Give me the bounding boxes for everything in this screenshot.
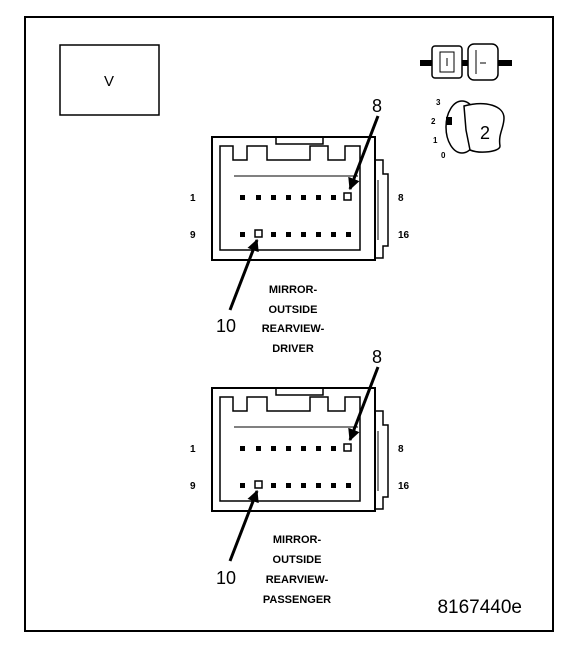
pin-label-bottom-right: 16 — [398, 230, 410, 241]
connector-title-line: REARVIEW- — [262, 323, 325, 335]
orientation-scale-label: 1 — [433, 136, 438, 145]
connector-title-line: OUTSIDE — [269, 304, 318, 316]
pin-cavity — [286, 483, 291, 488]
pin-cavity — [301, 195, 306, 200]
callout-label-top: 8 — [372, 347, 382, 367]
connector-title-line: PASSENGER — [263, 594, 331, 606]
pin-cavity — [271, 483, 276, 488]
callout-label-bottom: 10 — [216, 568, 236, 588]
orientation-scale-label: 2 — [431, 117, 436, 126]
pin-cavity — [316, 195, 321, 200]
pin-row-bottom — [240, 480, 351, 489]
pin-cavity — [316, 483, 321, 488]
connector-latch — [275, 388, 324, 396]
pin-label-top-right: 8 — [398, 444, 404, 455]
pin-cavity — [331, 195, 336, 200]
pin-cavity — [331, 483, 336, 488]
pin-row-bottom — [240, 229, 351, 238]
pin-cavity — [240, 195, 245, 200]
pin-cavity — [301, 446, 306, 451]
pin-label-top-left: 1 — [190, 444, 196, 455]
connector-latch — [275, 137, 324, 145]
pin-cavity — [286, 232, 291, 237]
pin-label-top-left: 1 — [190, 193, 196, 204]
connector-passenger: 1 8 9 16 8 10 MIRROR- OUTSIDE REARVIEW- … — [190, 347, 410, 606]
pin-cavity — [346, 232, 351, 237]
pin-label-bottom-right: 16 — [398, 481, 410, 492]
connector-body — [211, 136, 376, 261]
connector-body — [211, 387, 376, 512]
pin-cavity — [240, 232, 245, 237]
connector-side-tab — [375, 159, 389, 259]
orientation-icon: 2 3 2 1 0 — [420, 43, 512, 160]
pin-cavity-highlight — [343, 443, 352, 452]
callout-arrow-bottom — [228, 238, 259, 311]
callout-arrow-top — [348, 366, 380, 442]
pin-cavity — [316, 446, 321, 451]
pin-cavity — [240, 483, 245, 488]
pin-cavity — [331, 446, 336, 451]
pin-cavity — [286, 195, 291, 200]
orientation-scale-label: 0 — [441, 151, 446, 160]
pin-cavity — [346, 483, 351, 488]
pin-label-bottom-left: 9 — [190, 481, 196, 492]
pin-cavity-highlight — [254, 480, 263, 489]
pin-cavity-highlight — [343, 192, 352, 201]
pin-row-top — [240, 192, 352, 201]
connector-side-tab — [375, 410, 389, 510]
orientation-position-number: 2 — [480, 123, 490, 143]
connector-driver: 1 8 9 16 8 10 MIRROR- OUTSIDE REARVIEW- … — [190, 96, 410, 355]
connector-title-line: MIRROR- — [269, 284, 318, 296]
connector-title-line: MIRROR- — [273, 534, 322, 546]
pin-row-top — [240, 443, 352, 452]
callout-arrow-bottom — [228, 489, 259, 562]
orientation-scale-label: 3 — [436, 98, 441, 107]
pin-label-top-right: 8 — [398, 193, 404, 204]
callout-label-top: 8 — [372, 96, 382, 116]
callout-arrow-top — [348, 115, 380, 191]
connector-title-line: DRIVER — [272, 343, 314, 355]
pin-label-bottom-left: 9 — [190, 230, 196, 241]
pin-cavity — [286, 446, 291, 451]
connector-inner-wall — [219, 396, 361, 502]
connector-title-line: REARVIEW- — [266, 574, 329, 586]
pin-cavity-highlight — [254, 229, 263, 238]
pin-cavity — [301, 232, 306, 237]
pin-cavity — [301, 483, 306, 488]
connector-title-line: OUTSIDE — [273, 554, 322, 566]
pin-cavity — [331, 232, 336, 237]
pin-cavity — [271, 232, 276, 237]
pin-cavity — [256, 195, 261, 200]
view-label-box — [59, 44, 160, 116]
connector-inner-wall — [219, 145, 361, 251]
pin-cavity — [240, 446, 245, 451]
pin-cavity — [316, 232, 321, 237]
view-label: V — [104, 73, 114, 90]
figure-code: 8167440e — [437, 597, 522, 618]
pin-cavity — [271, 195, 276, 200]
pin-cavity — [256, 446, 261, 451]
callout-label-bottom: 10 — [216, 316, 236, 336]
pin-cavity — [271, 446, 276, 451]
